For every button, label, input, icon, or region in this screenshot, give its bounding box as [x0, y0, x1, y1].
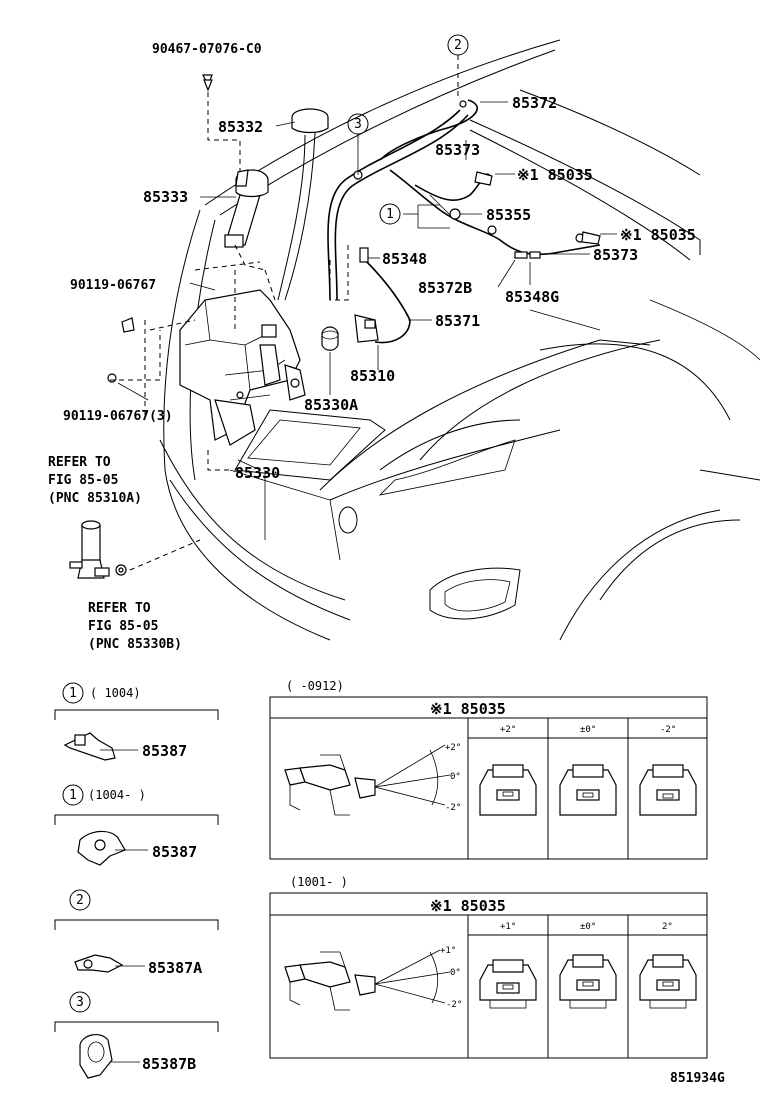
label-85330: 85330 [235, 464, 280, 482]
callout-labels: 90467-07076-C0 85332 85333 85372 85373 ※… [63, 42, 696, 482]
refer-note-85310a: REFER TO FIG 85-05 (PNC 85310A) [48, 455, 142, 506]
vehicle-body-outline [159, 39, 760, 641]
label-90119-06767: 90119-06767 [70, 278, 156, 293]
nozzle-table-old: ( -0912) ※1 85035 +2° ±0° -2° +2° 0° -2° [269, 679, 708, 860]
circle-marker-1: 1 [379, 203, 401, 225]
svg-text:FIG 85-05: FIG 85-05 [48, 473, 118, 488]
legend-clip-3: 3 85387B [54, 991, 219, 1079]
nozzle-icon-new-plus1 [479, 959, 537, 1009]
svg-text:REFER TO: REFER TO [88, 601, 151, 616]
svg-text:-2°: -2° [660, 725, 676, 735]
svg-text:(PNC 85330B): (PNC 85330B) [88, 637, 182, 652]
label-90119-06767-3: 90119-06767(3) [63, 409, 173, 424]
label-85035-lower: ※1 85035 [620, 226, 696, 244]
svg-text:( 1004): ( 1004) [90, 686, 141, 700]
nozzle-spray-sketch-new: +1° 0° -2° [284, 946, 462, 1011]
svg-text:1: 1 [69, 686, 77, 701]
legend-part-85387-a: 85387 [142, 742, 187, 760]
label-85373-lower: 85373 [593, 246, 638, 264]
svg-text:2: 2 [454, 38, 462, 53]
label-90467-07076-c0: 90467-07076-C0 [152, 42, 262, 57]
table-new-range: (1001- ) [290, 875, 348, 889]
fasteners [107, 74, 249, 383]
svg-text:+2°: +2° [445, 743, 461, 753]
nozzle-icon-old-minus2 [639, 764, 697, 816]
nozzle-icon-old-plus2 [479, 764, 537, 816]
legend-clip-1-old: 1 ( 1004) 85387 [54, 682, 219, 761]
label-85348g: 85348G [505, 288, 559, 306]
diagram-id: 851934G [670, 1071, 725, 1086]
label-85372b: 85372B [418, 279, 472, 297]
nozzle-table-new: (1001- ) ※1 85035 +1° ±0° 2° +1° 0° -2° [269, 875, 708, 1059]
legend-part-85387b: 85387B [142, 1055, 196, 1073]
legend-part-85387a: 85387A [148, 959, 202, 977]
svg-text:+2°: +2° [500, 725, 516, 735]
svg-text:1: 1 [69, 788, 77, 803]
label-85310: 85310 [350, 367, 395, 385]
nozzle-icon-old-zero [559, 764, 617, 816]
circle-marker-3: 3 [347, 113, 369, 135]
svg-text:+1°: +1° [500, 922, 516, 932]
svg-text:FIG 85-05: FIG 85-05 [88, 619, 158, 634]
svg-text:(PNC 85310A): (PNC 85310A) [48, 491, 142, 506]
solid-leaders [117, 56, 617, 471]
svg-text:0°: 0° [450, 968, 461, 978]
circle-marker-2: 2 [447, 34, 469, 56]
label-85371: 85371 [435, 312, 480, 330]
svg-text:±0°: ±0° [580, 725, 596, 735]
refer-note-85330b: REFER TO FIG 85-05 (PNC 85330B) [88, 601, 182, 652]
svg-text:2: 2 [76, 893, 84, 908]
washer-hoses [321, 99, 601, 351]
svg-text:3: 3 [76, 995, 84, 1010]
svg-text:0°: 0° [450, 772, 461, 782]
svg-text:-2°: -2° [445, 803, 461, 813]
label-85035-upper: ※1 85035 [517, 166, 593, 184]
label-85355: 85355 [486, 206, 531, 224]
nozzle-spray-sketch-old: +2° 0° -2° [284, 743, 461, 816]
cap-85332 [291, 108, 329, 134]
table-new-title: ※1 85035 [430, 897, 506, 915]
svg-text:1: 1 [386, 207, 394, 222]
table-old-title: ※1 85035 [430, 700, 506, 718]
table-old-range: ( -0912) [286, 679, 344, 693]
legend-part-85387-b: 85387 [152, 843, 197, 861]
dashed-leaders [110, 55, 459, 571]
label-85332: 85332 [218, 118, 263, 136]
washer-tank [179, 289, 306, 446]
washer-pump-reference [69, 520, 127, 579]
svg-text:REFER TO: REFER TO [48, 455, 111, 470]
svg-text:2°: 2° [662, 922, 673, 932]
legend-clip-2: 2 85387A [54, 889, 219, 977]
label-85348: 85348 [382, 250, 427, 268]
svg-text:(1004- ): (1004- ) [88, 788, 146, 802]
label-85373-upper: 85373 [435, 141, 480, 159]
label-85372: 85372 [512, 94, 557, 112]
label-85330a: 85330A [304, 396, 358, 414]
svg-text:3: 3 [354, 117, 362, 132]
nozzle-icon-new-2 [639, 954, 697, 1009]
legend-clip-1-new: 1 (1004- ) 85387 [54, 784, 219, 866]
svg-text:±0°: ±0° [580, 922, 596, 932]
nozzle-icon-new-zero [559, 954, 617, 1009]
label-85333: 85333 [143, 188, 188, 206]
svg-text:-2°: -2° [446, 1000, 462, 1010]
svg-text:+1°: +1° [440, 946, 456, 956]
